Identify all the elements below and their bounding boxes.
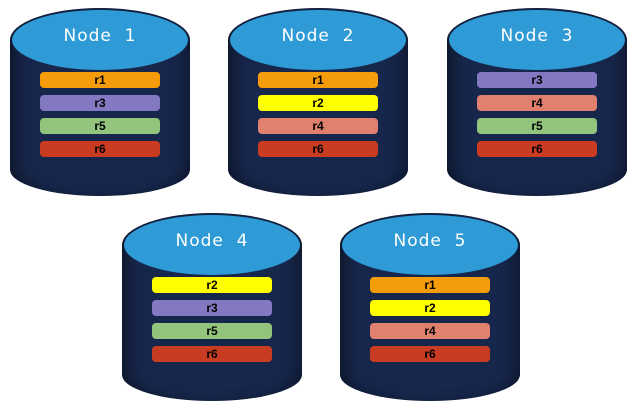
- replica-bar[interactable]: r1: [370, 277, 490, 293]
- replica-bar[interactable]: r2: [370, 300, 490, 316]
- replica-list: r2 r3 r5 r6: [152, 277, 272, 362]
- replica-bar[interactable]: r5: [477, 118, 597, 134]
- database-node[interactable]: Node 5 r1 r2 r4 r6: [340, 213, 520, 401]
- cylinder-top-ellipse: [230, 10, 406, 70]
- cylinder-top-ellipse: [12, 10, 188, 70]
- replica-bar[interactable]: r4: [258, 118, 378, 134]
- node-label: Node 3: [500, 26, 574, 46]
- database-node[interactable]: Node 2 r1 r2 r4 r6: [228, 8, 408, 196]
- cylinder-top-ellipse: [449, 10, 625, 70]
- replica-bar[interactable]: r3: [477, 72, 597, 88]
- node-label: Node 5: [393, 231, 467, 251]
- replica-bar[interactable]: r4: [477, 95, 597, 111]
- replica-bar[interactable]: r6: [370, 346, 490, 362]
- replica-bar[interactable]: r2: [258, 95, 378, 111]
- replica-list: r3 r4 r5 r6: [477, 72, 597, 157]
- database-node[interactable]: Node 4 r2 r3 r5 r6: [122, 213, 302, 401]
- node-label: Node 4: [175, 231, 249, 251]
- replica-bar[interactable]: r5: [152, 323, 272, 339]
- replica-bar[interactable]: r3: [152, 300, 272, 316]
- replica-bar[interactable]: r6: [258, 141, 378, 157]
- replica-bar[interactable]: r1: [40, 72, 160, 88]
- replica-bar[interactable]: r6: [477, 141, 597, 157]
- cylinder-top-ellipse: [342, 215, 518, 275]
- database-node[interactable]: Node 1 r1 r3 r5 r6: [10, 8, 190, 196]
- replica-bar[interactable]: r6: [152, 346, 272, 362]
- replica-list: r1 r2 r4 r6: [370, 277, 490, 362]
- replica-bar[interactable]: r5: [40, 118, 160, 134]
- node-label: Node 1: [63, 26, 137, 46]
- replica-bar[interactable]: r2: [152, 277, 272, 293]
- replica-bar[interactable]: r6: [40, 141, 160, 157]
- cylinder-top-ellipse: [124, 215, 300, 275]
- database-node[interactable]: Node 3 r3 r4 r5 r6: [447, 8, 627, 196]
- node-label: Node 2: [281, 26, 355, 46]
- replica-list: r1 r2 r4 r6: [258, 72, 378, 157]
- replica-bar[interactable]: r3: [40, 95, 160, 111]
- replica-bar[interactable]: r1: [258, 72, 378, 88]
- replica-bar[interactable]: r4: [370, 323, 490, 339]
- replica-list: r1 r3 r5 r6: [40, 72, 160, 157]
